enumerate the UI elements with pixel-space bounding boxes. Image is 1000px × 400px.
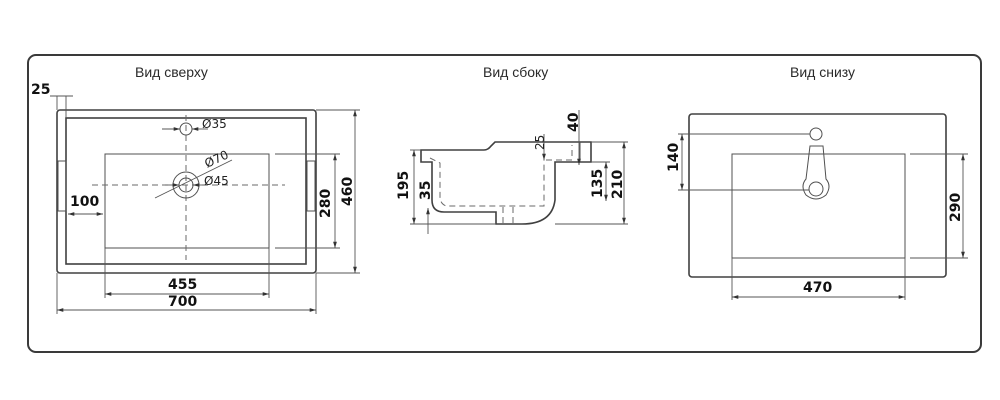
top-view: Вид сверху Ø35 Ø70 Ø45 25 100 bbox=[31, 64, 360, 314]
overflow-offset-label: 25 bbox=[31, 82, 50, 98]
top-basin-outline bbox=[56, 109, 317, 274]
drawing-frame bbox=[27, 54, 982, 353]
bowl-depth-label: 280 bbox=[318, 189, 334, 218]
drain-projection-label: 35 bbox=[418, 181, 434, 200]
right-overflow-notch bbox=[306, 160, 316, 212]
side-bowl-inner bbox=[429, 157, 545, 207]
side-margin-label: 100 bbox=[70, 194, 99, 210]
drain-diameter-leader bbox=[154, 159, 233, 199]
bottom-basin-outline bbox=[688, 113, 947, 278]
overall-height-label: 210 bbox=[610, 170, 626, 199]
bottom-view-title: Вид снизу bbox=[790, 64, 855, 80]
total-width-label: 700 bbox=[168, 294, 197, 310]
tap-hole-label: Ø35 bbox=[202, 117, 227, 131]
base-depth-label: 290 bbox=[948, 193, 964, 222]
bottom-view: Вид снизу 140 290 470 bbox=[666, 64, 968, 300]
bottom-drain-hole bbox=[808, 181, 824, 197]
bottom-drain-stem bbox=[802, 145, 830, 200]
side-basin-outline bbox=[420, 141, 592, 225]
rim-step-label: 25 bbox=[533, 135, 547, 150]
base-width-label: 470 bbox=[803, 280, 832, 296]
total-depth-label: 460 bbox=[340, 177, 356, 206]
bottom-tap-hole bbox=[809, 127, 823, 141]
side-tap-hole bbox=[546, 145, 573, 161]
back-height-label: 135 bbox=[590, 169, 606, 198]
bottom-base-outline bbox=[731, 153, 906, 259]
left-overflow-notch bbox=[57, 160, 67, 212]
drain-inner-label: Ø45 bbox=[204, 174, 229, 188]
side-view-title: Вид сбоку bbox=[483, 64, 548, 80]
top-bowl-outline bbox=[104, 153, 270, 249]
hole-spacing-label: 140 bbox=[666, 143, 682, 172]
rim-top-label: 40 bbox=[566, 112, 582, 132]
total-height-label: 195 bbox=[396, 171, 412, 200]
top-view-title: Вид сверху bbox=[135, 64, 208, 80]
bowl-width-label: 455 bbox=[168, 277, 197, 293]
side-view: Вид сбоку 195 35 25 40 135 210 bbox=[396, 64, 628, 234]
